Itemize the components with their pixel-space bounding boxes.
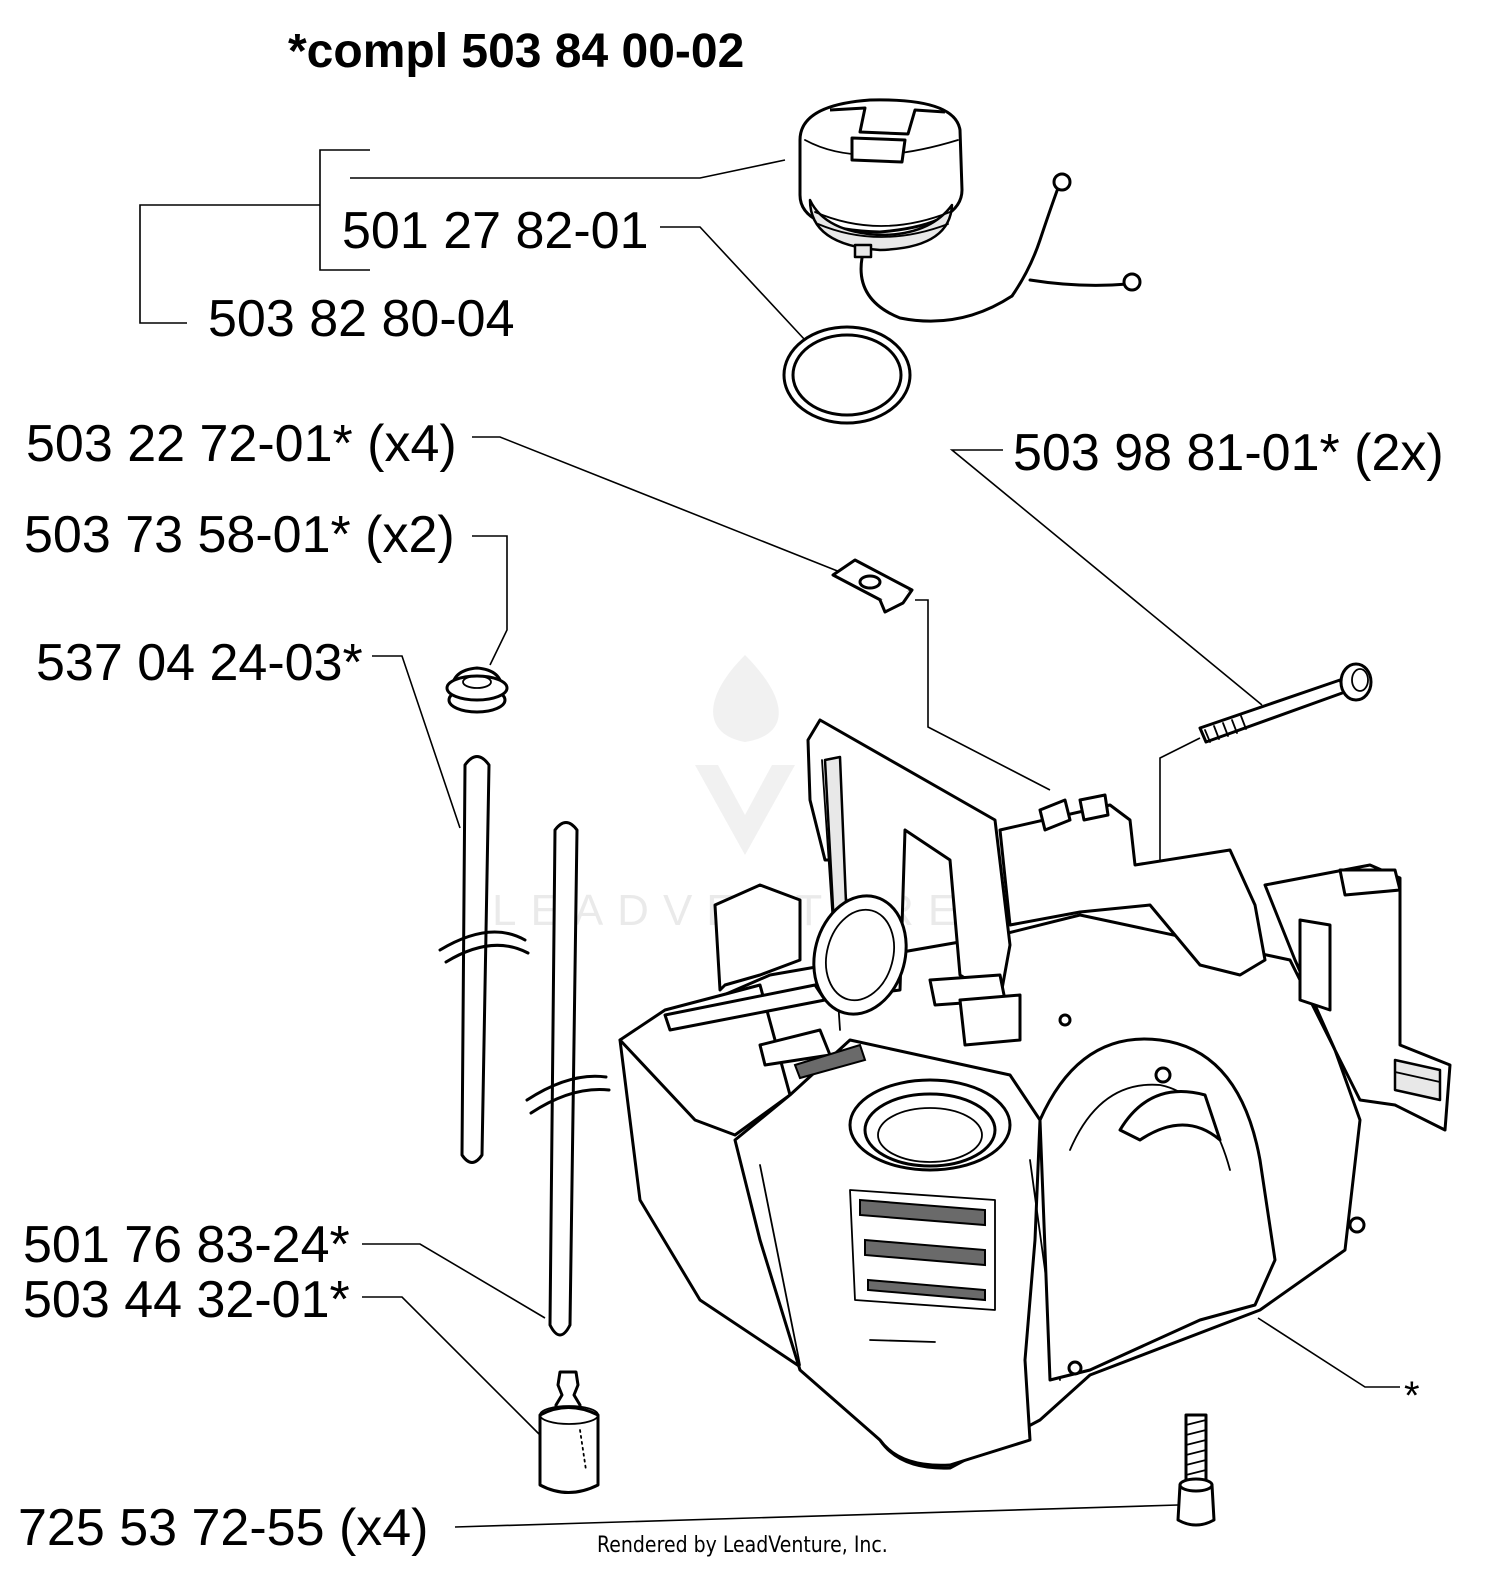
part-label-503-22-72-01: 503 22 72-01* (x4) <box>26 415 457 473</box>
fuel-tank-housing <box>618 718 1452 1470</box>
screw <box>1176 1413 1216 1527</box>
fuel-filter <box>538 1370 600 1494</box>
bolt <box>1198 662 1373 744</box>
grommet <box>445 666 509 714</box>
part-label-503-98-81-01: 503 98 81-01* (2x) <box>1013 424 1444 482</box>
part-label-503-82-80-04: 503 82 80-04 <box>208 290 515 348</box>
clip-nut <box>831 558 914 614</box>
part-label-star: * <box>1404 1374 1420 1418</box>
fuel-hose-left <box>438 755 530 1164</box>
fuel-cap <box>798 98 1142 323</box>
watermark-logo <box>695 655 795 855</box>
part-label-501-76-83-24: 501 76 83-24* <box>23 1216 350 1274</box>
part-label-725-53-72-55: 725 53 72-55 (x4) <box>18 1499 429 1557</box>
part-label-503-44-32-01: 503 44 32-01* <box>23 1271 350 1329</box>
fuel-hose-right <box>525 821 611 1337</box>
leader-lines <box>139 149 1400 1528</box>
assembly-title: *compl 503 84 00-02 <box>288 25 745 78</box>
part-label-501-27-82-01: 501 27 82-01 <box>342 202 649 260</box>
render-credit: Rendered by LeadVenture, Inc. <box>597 1533 888 1558</box>
o-ring <box>782 325 912 425</box>
part-label-503-73-58-01: 503 73 58-01* (x2) <box>24 506 455 564</box>
part-label-537-04-24-03: 537 04 24-03* <box>36 634 363 692</box>
